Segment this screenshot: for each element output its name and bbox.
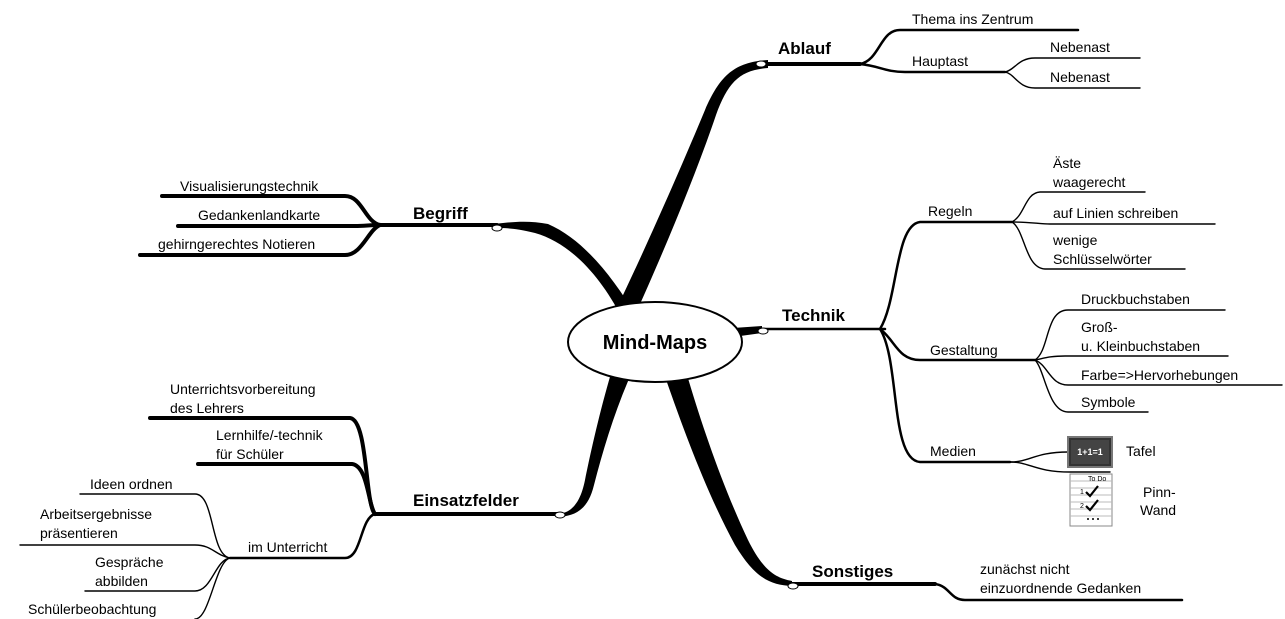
main-branch-sonstiges xyxy=(662,368,937,586)
todo-list-icon: To Do 1 2 xyxy=(1069,473,1113,527)
gestaltung-label: Gestaltung xyxy=(930,342,998,358)
center-label: Mind-Maps xyxy=(603,332,707,354)
todo-list-number-2: 2 xyxy=(1080,503,1084,510)
technik-knot xyxy=(757,327,769,335)
sonstiges-item-line1: zunächst nicht xyxy=(980,561,1070,577)
ablauf-subtree: Ablauf Thema ins Zentrum Hauptast Nebena… xyxy=(755,11,1141,89)
regeln-item-3-line1: wenige xyxy=(1052,232,1098,248)
im-unterricht-label: im Unterricht xyxy=(248,539,327,555)
medien-label: Medien xyxy=(930,443,976,459)
begriff-subtree: Begriff Visualisierungstechnik Gedankenl… xyxy=(138,178,503,257)
ablauf-nebenast-2: Nebenast xyxy=(1050,69,1110,85)
begriff-knot xyxy=(491,224,503,232)
regeln-label: Regeln xyxy=(928,203,972,219)
gestaltung-item-2-line2: u. Kleinbuchstaben xyxy=(1081,338,1200,354)
ablauf-item-hauptast: Hauptast xyxy=(912,53,968,69)
begriff-item-gedankenlandkarte: Gedankenlandkarte xyxy=(198,207,320,223)
einsatz-item-2-line1: Lernhilfe/-technik xyxy=(216,427,324,443)
regeln-item-2: auf Linien schreiben xyxy=(1053,205,1178,221)
regeln-item-1-line2: waagerecht xyxy=(1052,174,1125,190)
ablauf-knot xyxy=(755,60,767,68)
center-node: Mind-Maps xyxy=(567,301,743,383)
branch-label-sonstiges: Sonstiges xyxy=(812,562,893,581)
regeln-item-1-line1: Äste xyxy=(1053,155,1081,171)
unterricht-item-3-line2: abbilden xyxy=(95,573,148,589)
einsatzfelder-subtree: Einsatzfelder Unterrichtsvorbereitung de… xyxy=(19,381,566,619)
einsatz-item-1-line1: Unterrichtsvorbereitung xyxy=(170,381,316,397)
unterricht-item-3-line1: Gespräche xyxy=(95,554,164,570)
gestaltung-item-4: Symbole xyxy=(1081,394,1136,410)
sonstiges-item-line2: einzuordnende Gedanken xyxy=(980,580,1141,596)
ablauf-nebenast-1: Nebenast xyxy=(1050,39,1110,55)
regeln-item-3-line2: Schlüsselwörter xyxy=(1053,251,1152,267)
unterricht-item-2-line1: Arbeitsergebnisse xyxy=(40,506,152,522)
main-branch-einsatzfelder xyxy=(373,370,632,517)
unterricht-item-1: Ideen ordnen xyxy=(90,476,173,492)
main-branch-begriff xyxy=(378,221,640,322)
begriff-item-visualisierung: Visualisierungstechnik xyxy=(180,178,319,194)
blackboard-icon-text: 1+1=1 xyxy=(1077,447,1103,457)
main-branch-technik xyxy=(731,326,887,337)
main-branch-ablauf xyxy=(612,60,862,322)
einsatz-item-2-line2: für Schüler xyxy=(216,446,284,462)
begriff-item-notieren: gehirngerechtes Notieren xyxy=(158,236,315,252)
branch-label-begriff: Begriff xyxy=(413,204,468,223)
todo-list-icon-title: To Do xyxy=(1088,476,1106,483)
sonstiges-subtree: Sonstiges zunächst nicht einzuordnende G… xyxy=(787,561,1184,602)
gestaltung-item-1: Druckbuchstaben xyxy=(1081,291,1190,307)
medien-item-pinnwand-line1: Pinn- xyxy=(1143,484,1176,500)
branch-label-technik: Technik xyxy=(782,306,846,325)
medien-item-tafel: Tafel xyxy=(1126,443,1156,459)
sonstiges-knot xyxy=(787,582,799,590)
medien-item-pinnwand-line2: Wand xyxy=(1140,502,1176,518)
gestaltung-item-2-line1: Groß- xyxy=(1081,319,1118,335)
unterricht-item-4: Schülerbeobachtung xyxy=(28,601,156,617)
einsatz-item-1-line2: des Lehrers xyxy=(170,400,244,416)
gestaltung-item-3: Farbe=>Hervorhebungen xyxy=(1081,367,1238,383)
todo-list-number-1: 1 xyxy=(1080,489,1084,496)
technik-subtree: Technik Regeln Äste waagerecht auf Linie… xyxy=(757,155,1283,527)
branch-label-ablauf: Ablauf xyxy=(778,39,831,58)
branch-label-einsatzfelder: Einsatzfelder xyxy=(413,491,519,510)
einsatzfelder-knot xyxy=(554,511,566,519)
blackboard-icon: 1+1=1 xyxy=(1067,436,1113,468)
unterricht-item-2-line2: präsentieren xyxy=(40,525,118,541)
ablauf-item-thema: Thema ins Zentrum xyxy=(912,11,1033,27)
